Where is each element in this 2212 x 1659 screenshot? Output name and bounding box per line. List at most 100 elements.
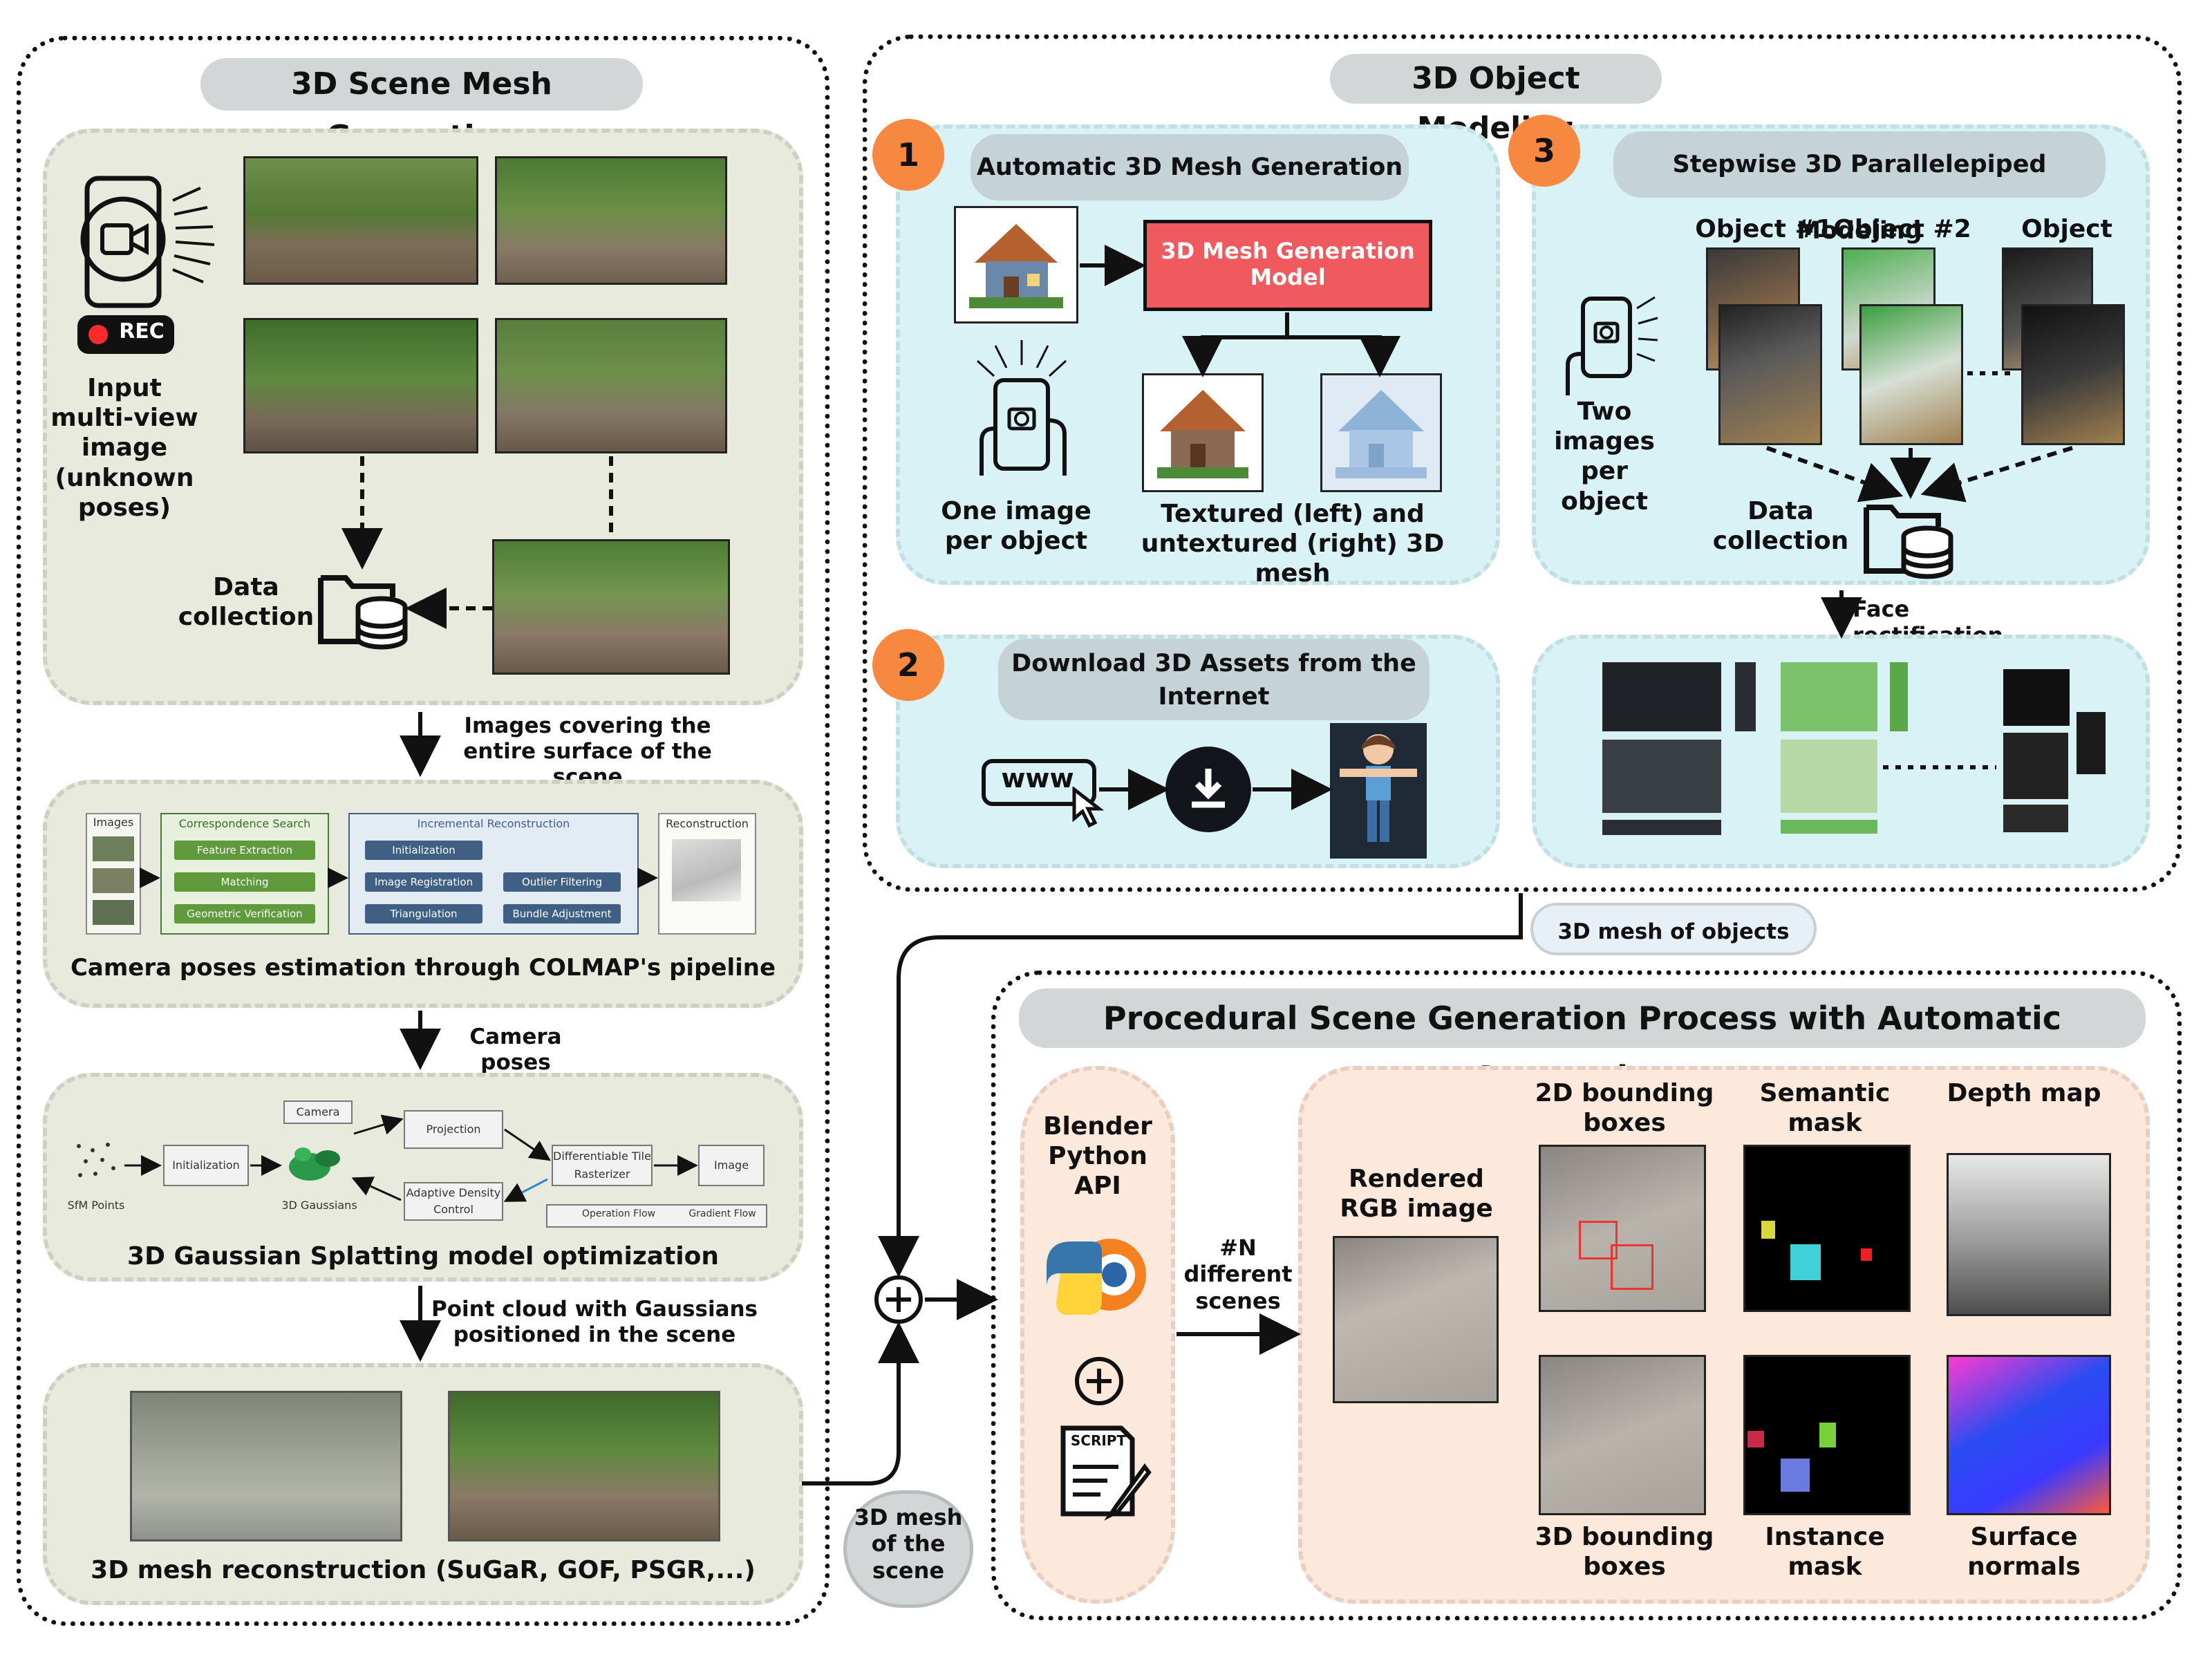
triangulation-box: Triangulation xyxy=(365,904,482,924)
rendered-rgb-image xyxy=(1333,1236,1499,1403)
garden-photo-1 xyxy=(243,156,478,285)
projection-box: Projection xyxy=(404,1110,503,1149)
cursor-icon xyxy=(1072,787,1105,828)
bbox2d-image xyxy=(1539,1145,1706,1312)
scene-mesh-badge xyxy=(843,1490,973,1608)
normals-label: Surface normals xyxy=(1967,1523,2081,1582)
object-modeling-frame xyxy=(863,35,2182,892)
scene-mesh-badge-label: 3D mesh of the scene xyxy=(854,1504,963,1584)
sfm-points-icon xyxy=(77,1143,115,1177)
bundle-adjustment-box: Bundle Adjustment xyxy=(503,904,621,924)
reconstruction-sketch xyxy=(672,839,741,901)
outlier-filtering-box: Outlier Filtering xyxy=(503,872,621,892)
house-icon xyxy=(969,224,1063,308)
bbox2d-box-2 xyxy=(1611,1244,1653,1290)
input-images-label: Input multi-view image (unknown poses) xyxy=(50,374,198,522)
rendered-label: Rendered RGB image xyxy=(1340,1165,1493,1224)
step1-title: Automatic 3D Mesh Generation xyxy=(971,134,1409,200)
face-tplink-bottom xyxy=(1781,820,1877,834)
blender-label: Blender Python API xyxy=(1043,1112,1152,1201)
arrow3-label: Point cloud with Gaussians positioned in… xyxy=(431,1297,758,1348)
colmap-thumb-3 xyxy=(93,900,134,925)
mesh-caption: 3D mesh reconstruction (SuGaR, GOF, PSGR… xyxy=(91,1556,756,1584)
step2-title: Download 3D Assets from the Internet xyxy=(998,639,1430,720)
geometric-verification-box: Geometric Verification xyxy=(174,904,315,924)
feature-extraction-box: Feature Extraction xyxy=(174,841,315,860)
mesh-model-label: 3D Mesh Generation Model xyxy=(1161,238,1415,291)
face-tuf-bottom xyxy=(1602,820,1721,835)
gs-camera-box: Camera xyxy=(283,1100,353,1124)
face-realsense-bottom xyxy=(2003,805,2068,832)
www-box xyxy=(982,759,1096,806)
textured-house-icon xyxy=(1157,390,1248,478)
gs-initialization-box: Initialization xyxy=(163,1145,249,1186)
reconstruction-label: Reconstruction xyxy=(666,817,749,830)
mesh-of-objects-badge: 3D mesh of objects xyxy=(1530,903,1817,955)
script-label: SCRIPT xyxy=(1070,1432,1127,1449)
step3-title: Stepwise 3D Parallelepiped Modeling xyxy=(1613,131,2106,245)
face-realsense-side xyxy=(2077,712,2106,774)
object0-front-photo xyxy=(2021,304,2125,445)
gaussians-label: 3D Gaussians xyxy=(281,1199,357,1212)
phone-camera-icon xyxy=(80,176,215,308)
matching-box: Matching xyxy=(174,872,315,892)
data-collection-icon-3 xyxy=(1864,505,1953,579)
depth-map-image xyxy=(1947,1153,2111,1316)
image-registration-box: Image Registration xyxy=(365,872,482,892)
semantic-blob-cyan xyxy=(1790,1244,1821,1280)
initialization-box: Initialization xyxy=(365,841,482,860)
character-icon xyxy=(1340,734,1417,842)
face-tplink-back xyxy=(1781,740,1877,813)
object2-label: Object #2 xyxy=(1833,215,1971,243)
blender-python-logo-icon xyxy=(1047,1239,1146,1315)
semantic-label: Semantic mask xyxy=(1759,1079,1891,1138)
procedural-title: Procedural Scene Generation Process with… xyxy=(1019,988,2146,1096)
colmap-thumb-1 xyxy=(93,836,134,861)
depth-label: Depth map xyxy=(1947,1079,2101,1107)
correspondence-label: Correspondence Search xyxy=(178,817,311,830)
step1-number: 1 xyxy=(872,119,944,191)
one-image-label: One image per object xyxy=(941,497,1091,556)
step3-number: 3 xyxy=(1508,115,1580,187)
semantic-blob-red xyxy=(1861,1248,1872,1261)
plus-icon-blender xyxy=(1075,1357,1123,1405)
two-images-label: Two images per object xyxy=(1554,397,1655,516)
face-tplink-side xyxy=(1890,662,1908,731)
operation-flow-label: Operation Flow xyxy=(581,1208,656,1219)
script-icon xyxy=(1060,1425,1152,1521)
bbox2d-box-1 xyxy=(1579,1221,1618,1259)
arrow2-label: Camera poses xyxy=(469,1024,562,1076)
colmap-thumb-2 xyxy=(93,868,134,893)
adaptive-density-box: Adaptive Density Control xyxy=(404,1182,503,1221)
semantic-blob-yellow xyxy=(1761,1221,1775,1239)
object2-front-photo xyxy=(1859,304,1963,445)
colmap-images-label: Images xyxy=(93,816,134,829)
garden-photo-5 xyxy=(492,539,730,675)
download-arrow-icon xyxy=(1192,769,1225,808)
garden-photo-4 xyxy=(495,318,727,453)
gs-image-box: Image xyxy=(698,1145,765,1186)
rec-dot-icon xyxy=(88,325,108,344)
phone-hand-icon-1 xyxy=(976,340,1067,476)
instance-blob-blue xyxy=(1781,1459,1810,1492)
bbox3d-image xyxy=(1539,1355,1706,1515)
object1-front-photo xyxy=(1718,304,1822,445)
untextured-house-icon xyxy=(1335,390,1427,478)
incremental-label: Incremental Reconstruction xyxy=(417,817,570,830)
face-tuf-side xyxy=(1735,662,1756,731)
phone-hand-icon-3 xyxy=(1566,296,1658,395)
rasterizer-box: Differentiable Tile Rasterizer xyxy=(552,1145,653,1186)
face-realsense-front xyxy=(2003,669,2070,726)
garden-photo-3 xyxy=(243,318,478,453)
step2-number: 2 xyxy=(872,629,944,701)
object1-label: Object #1 xyxy=(1695,215,1833,243)
bbox2d-label: 2D bounding boxes xyxy=(1535,1079,1714,1138)
mesh-textured-render xyxy=(448,1391,720,1541)
flow-legend-box xyxy=(546,1204,767,1228)
data-collection-icon xyxy=(318,575,408,650)
mesh-gray-render xyxy=(130,1391,402,1541)
instance-blob-green xyxy=(1819,1423,1836,1447)
gradient-flow-label: Gradient Flow xyxy=(688,1208,756,1219)
mesh-model-box xyxy=(1143,220,1432,311)
